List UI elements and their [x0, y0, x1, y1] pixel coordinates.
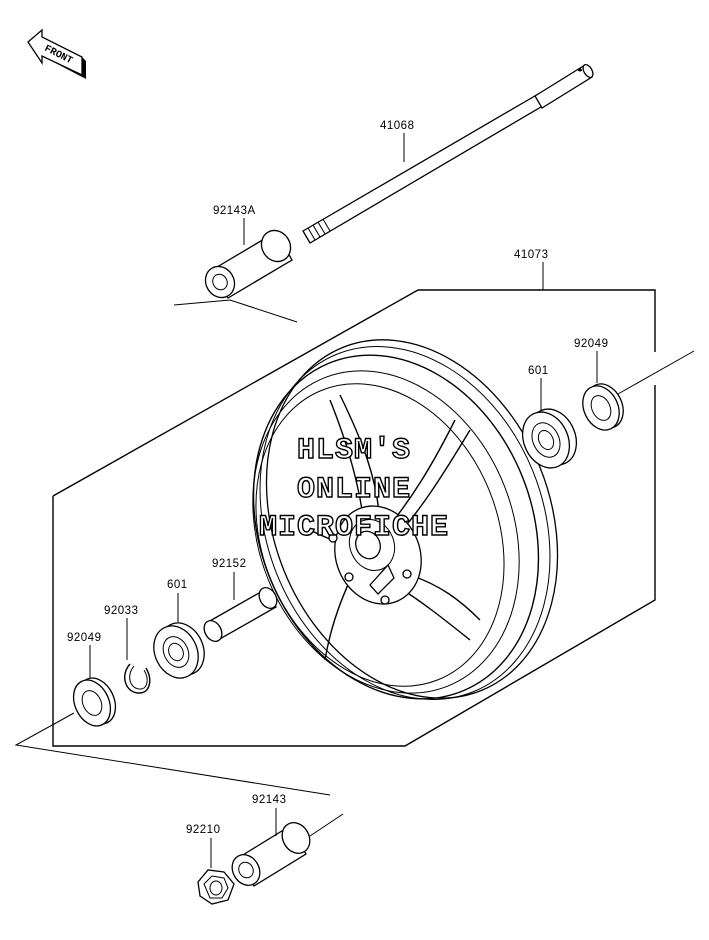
label-spacer: 92152 [212, 558, 246, 570]
label-oil-seal-left: 92049 [67, 632, 101, 644]
label-bearing-left: 601 [167, 579, 188, 591]
watermark-line3: MICROFICHE [259, 511, 449, 545]
label-wheel-assy: 41073 [514, 249, 548, 261]
label-oil-seal-right: 92049 [574, 338, 608, 350]
axle [302, 63, 594, 244]
watermark-line1: HLSM'S [297, 434, 411, 468]
label-collar-right: 92143A [213, 205, 256, 217]
collar-left [231, 822, 311, 887]
bearing-left [153, 622, 205, 679]
watermark: HLSM'S ONLINE MICROFICHE [258, 433, 449, 545]
collar-right [204, 229, 293, 299]
axle-nut [197, 869, 235, 905]
oil-seal-left [72, 677, 117, 727]
front-arrow-icon: FRONT [27, 28, 86, 79]
watermark-line2: ONLINE [297, 473, 411, 507]
label-axle: 41068 [380, 120, 414, 132]
oil-seal-right [582, 383, 624, 431]
circlip [124, 663, 151, 694]
label-collar-left: 92143 [252, 794, 286, 806]
spacer [203, 587, 278, 642]
bearing-right [521, 408, 578, 469]
wheel [252, 339, 559, 700]
label-circlip: 92033 [104, 605, 138, 617]
label-axle-nut: 92210 [186, 824, 220, 836]
label-bearing-right: 601 [528, 365, 549, 377]
